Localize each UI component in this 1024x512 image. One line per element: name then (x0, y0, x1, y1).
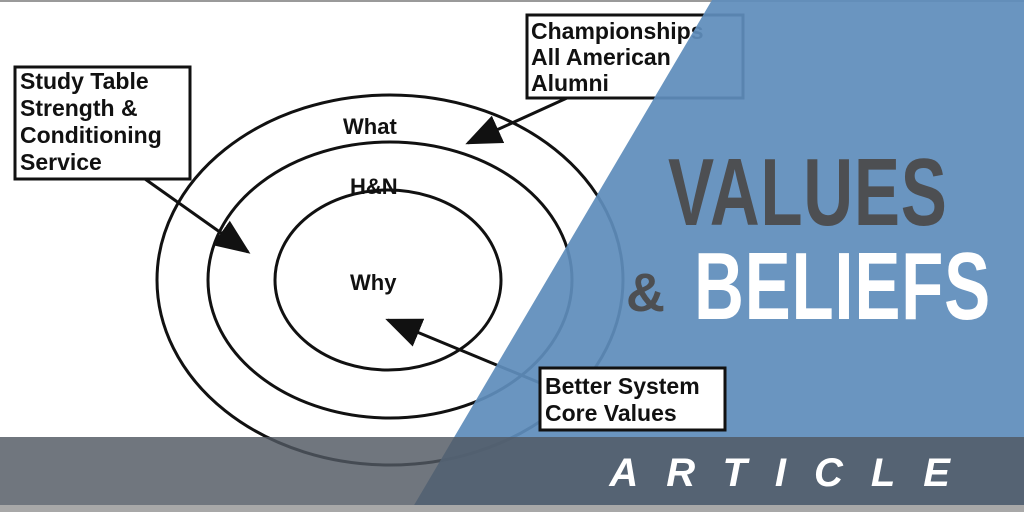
title-values: VALUES (668, 139, 948, 246)
arrow-top (465, 96, 568, 145)
top-border (0, 0, 1024, 2)
category-band (0, 437, 1024, 505)
top-box-line: Alumni (531, 70, 609, 96)
category-label: ARTICLE (609, 451, 978, 495)
top-box-line: Championships (531, 18, 704, 44)
ring-label-why: Why (350, 270, 397, 295)
bottom-box (538, 366, 727, 432)
title-beliefs: BELIEFS (694, 233, 991, 340)
ring-label-what: What (343, 114, 397, 139)
arrow-left (144, 177, 251, 254)
left-box-line: Study Table (20, 68, 149, 94)
title-ampersand: & (626, 263, 666, 323)
left-box-line: Strength & (20, 95, 138, 121)
bottom-box-line: Better System (545, 373, 700, 399)
ring-label-hn: H&N (350, 174, 398, 199)
left-box-line: Service (20, 149, 102, 175)
bottom-box-line: Core Values (545, 400, 677, 426)
inner-ring (273, 188, 503, 372)
left-box (13, 65, 192, 181)
left-box-line: Conditioning (20, 122, 162, 148)
bottom-border (0, 505, 1024, 512)
top-box-line: All American (531, 44, 671, 70)
